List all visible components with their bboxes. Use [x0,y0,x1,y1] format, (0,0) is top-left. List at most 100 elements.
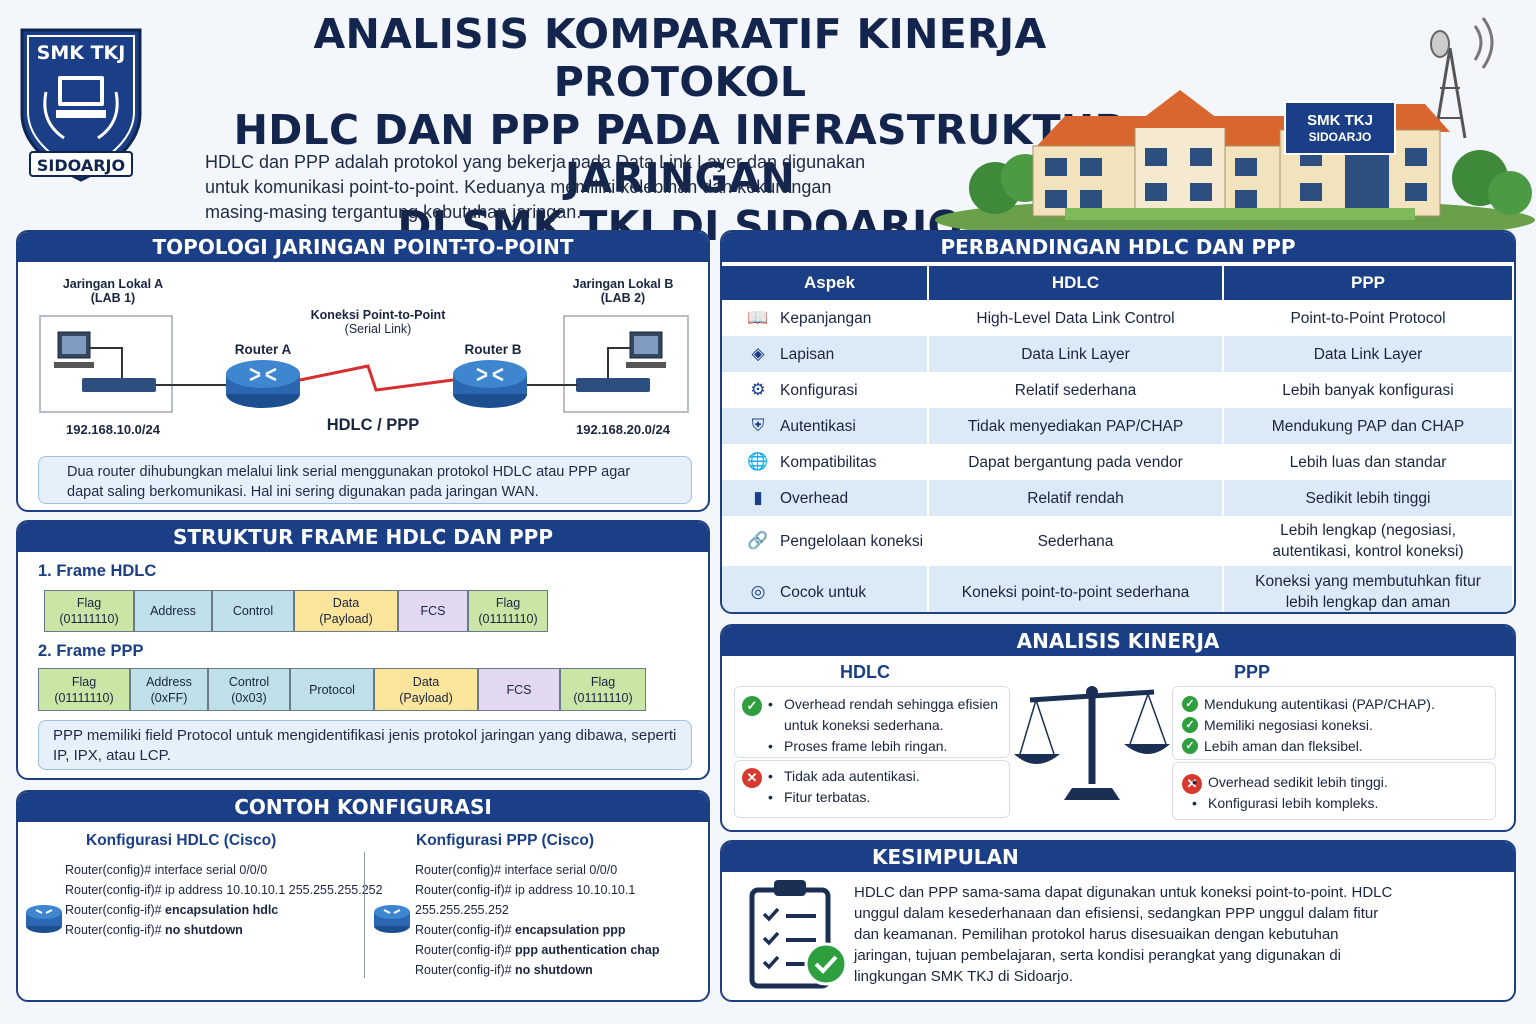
analysis-text: Tidak ada autentikasi. [784,768,920,784]
frame-field-label: Data(Payload) [399,674,453,706]
clipboard-checklist-icon [749,880,848,989]
frame-field-value: (01111110) [573,690,633,705]
frame-field-name: Flag [495,596,521,610]
topology-note: Dua router dihubungkan melalui link seri… [38,456,692,504]
frame-field-label: Flag(01111110) [54,674,113,706]
frame-field-value: (Payload) [399,690,453,705]
ppp-cell: Koneksi yang membutuhkan fitur lebih len… [1223,566,1514,612]
ppp-cell: Data Link Layer [1223,336,1514,372]
config-command: interface serial 0/0/0 [154,863,268,877]
config-line: Router(config-if)# ppp authentication ch… [415,940,708,960]
config-divider [364,852,365,978]
frame-field-name: Data [332,596,360,610]
frame-field-label: Flag(01111110) [573,674,632,706]
hdlc-pros-list: •Overhead rendah sehingga efisien untuk … [768,694,1008,757]
lan-a-line: Jaringan Lokal A [62,277,164,291]
link-label: Koneksi Point-to-Point(Serial Link) [288,308,468,336]
ppp-cell: Mendukung PAP dan CHAP [1223,408,1514,444]
aspect-cell: 🔗Pengelolaan koneksi [722,516,929,566]
config-prompt: Router(config-if)# [415,923,516,937]
frame-field-name: Control [232,604,274,618]
hdlc-cell: High-Level Data Link Control [928,300,1224,336]
aspect-label: Overhead [780,490,849,507]
conclusion-panel: KESIMPULAN HDLC dan PPP sama-sama dapat … [720,840,1516,1002]
router-icon [26,905,62,933]
comparison-panel: PERBANDINGAN HDLC DAN PPP Aspek HDLC PPP… [720,230,1516,614]
config-command: interface serial 0/0/0 [504,863,618,877]
frame-header: STRUKTUR FRAME HDLC DAN PPP [18,522,708,552]
config-line: Router(config-if)# no shutdown [65,920,383,940]
frame-field: Flag(01111110) [560,668,646,711]
frame-field: Flag(01111110) [44,590,134,632]
analysis-header: ANALISIS KINERJA [722,626,1514,656]
frame-field-name: FCS [420,604,446,618]
check-icon: ✓ [1182,738,1198,754]
lan-b-label: Jaringan Lokal B(LAB 2) [548,277,698,305]
analysis-text: Fitur terbatas. [784,789,871,805]
config-prompt: Router(config-if)# [415,963,516,977]
analysis-item: ✓Memiliki negosiasi koneksi. [1182,715,1492,736]
frame-field: Control(0x03) [208,668,290,711]
hdlc-cell: Tidak menyediakan PAP/CHAP [928,408,1224,444]
analysis-ppp-title: PPP [1234,662,1271,682]
ppp-cell: Lebih luas dan standar [1223,444,1514,480]
frame-field-name: Protocol [309,682,355,697]
cross-icon: ✕ [742,768,762,788]
config-command: encapsulation ppp [515,923,626,937]
comparison-header: PERBANDINGAN HDLC DAN PPP [722,232,1514,262]
config-command: no shutdown [515,963,593,977]
analysis-text: Lebih aman dan fleksibel. [1204,738,1363,754]
frame-field: Data(Payload) [374,668,478,711]
frame-hdlc-title: 1. Frame HDLC [38,562,157,580]
logo-bottom-text: SIDOARJO [36,156,126,175]
frame-field-name: Control [228,674,270,689]
globe-icon: 🌐 [747,452,769,471]
shield-icon: ⛨ [751,416,765,435]
config-line: Router(config-if)# encapsulation ppp [415,920,708,940]
aspect-cell: ◎ Cocok untuk [722,566,929,612]
analysis-item: •Konfigurasi lebih kompleks. [1192,793,1492,814]
ppp-pros-list: ✓Mendukung autentikasi (PAP/CHAP).✓Memil… [1182,694,1492,757]
frame-field: FCS [398,590,468,632]
router-icon [374,905,410,933]
lan-a-label: Jaringan Lokal A(LAB 1) [38,277,188,305]
title-line: ANALISIS KOMPARATIF KINERJA PROTOKOL [313,10,1047,106]
ppp-cons-box [1172,762,1496,820]
frame-field-label: Flag (01111110) [478,595,537,627]
aspect-label: Cocok untuk [780,584,867,601]
frame-field-name: Flag [71,674,97,689]
analysis-text: Konfigurasi lebih kompleks. [1208,795,1379,811]
config-hdlc-title: Konfigurasi HDLC (Cisco) [86,832,277,849]
config-prompt: Router(config-if)# [65,883,166,897]
frame-field-value: (01111110) [478,612,538,626]
column-header: Aspek [722,266,929,300]
balance-scale-icon [1014,686,1170,800]
frame-field: Protocol [290,668,374,711]
analysis-item: •Tidak ada autentikasi. [768,766,1008,787]
bullet: • [1192,774,1197,790]
frame-field: Data(Payload) [294,590,398,632]
column-header: HDLC [928,266,1224,300]
school-logo: SMK TKJ SIDOARJO [16,22,146,188]
title-line: HDLC DAN PPP PADA INFRASTRUKTUR JARINGAN [233,106,1127,202]
frame-field-value: (01111110) [59,612,119,626]
aspect-label: Pengelolaan koneksi [780,533,924,550]
frame-ppp-row: Flag(01111110)Address(0xFF)Control(0x03)… [38,668,646,711]
hdlc-cell: Data Link Layer [928,336,1224,372]
hdlc-cons-box [734,760,1010,818]
frame-field-label: Control [233,603,273,619]
analysis-text: Overhead sedikit lebih tinggi. [1208,774,1388,790]
building-sign-line: SMK TKJ [1307,112,1373,129]
target-icon: ◎ [750,582,766,601]
analysis-item: •Fitur terbatas. [768,787,1008,808]
aspect-cell: ⚙Konfigurasi [722,372,929,408]
analysis-item: •Overhead rendah sehingga efisien untuk … [768,694,1008,736]
frame-field-label: Address [150,603,196,619]
config-line: Router(config-if)# ip address 10.10.10.1… [65,880,383,900]
config-line: Router(config)# interface serial 0/0/0 [415,860,708,880]
frame-field: Control [212,590,294,632]
aspect-cell: 🌐Kompatibilitas [722,444,929,480]
